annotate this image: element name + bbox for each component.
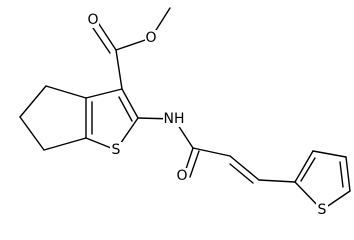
- bond-c6-c6a: [43, 137, 87, 151]
- bond-camide-o-inner: [189, 150, 200, 178]
- bond-c5-c6: [19, 116, 45, 151]
- bond-tc4-tc5-inner: [339, 161, 344, 188]
- atom-ester-carbonyl-o: O: [87, 12, 99, 28]
- atom-core-s: S: [110, 142, 122, 158]
- bond-cester-ocarbonyl-inner: [90, 24, 111, 54]
- bond-tc2-tc3: [294, 150, 314, 183]
- bond-calpha-cbeta: [229, 155, 260, 181]
- bond-cester-ocarbonyl: [96, 20, 117, 51]
- atom-label-amide-o: O: [176, 168, 187, 184]
- atom-label-amide-nh: NH: [164, 111, 185, 127]
- bond-c3-cester: [115, 49, 123, 90]
- bond-calpha-cbeta-inner: [229, 163, 254, 184]
- atom-label-ester-carbonyl-o: O: [87, 12, 98, 28]
- bond-tc4-tc5: [345, 156, 351, 192]
- bond-tc2-tc3-inner: [300, 157, 316, 182]
- bond-c3a-c3: [85, 88, 123, 99]
- bond-c4-c5: [19, 85, 47, 118]
- bond-camide-calpha: [192, 147, 231, 157]
- atom-thiophene-s: S: [316, 202, 328, 218]
- atom-label-core-s: S: [112, 142, 121, 158]
- bond-tc3-tc4: [312, 150, 347, 158]
- atom-label-ester-ether-o: O: [145, 30, 156, 46]
- bond-c3-c2-inner: [118, 96, 133, 122]
- bond-cbeta-thienyl: [258, 179, 296, 183]
- atom-amide-o: O: [176, 168, 188, 184]
- molecule-structure-diagram: O O S NH O S: [19, 7, 351, 218]
- bond-c3-c2: [121, 88, 139, 119]
- bond-c3a-c4: [45, 85, 87, 99]
- atom-label-thiophene-s: S: [318, 202, 327, 218]
- atom-amide-nh: NH: [163, 111, 185, 127]
- atom-ester-ether-o: O: [145, 30, 157, 46]
